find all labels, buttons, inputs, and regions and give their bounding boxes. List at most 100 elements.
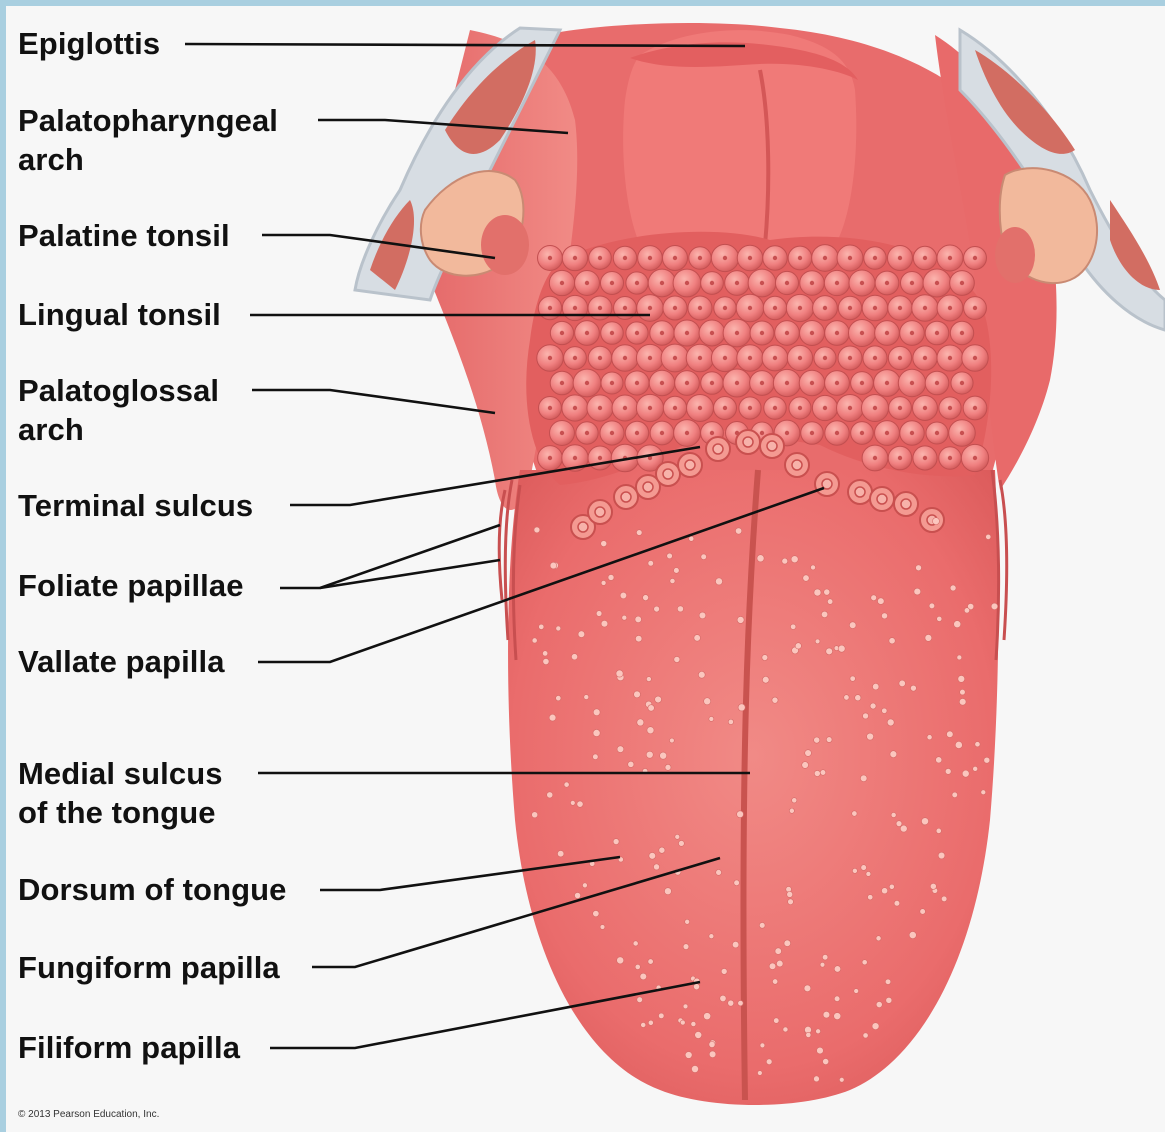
papilla-dot: [936, 757, 942, 763]
papilla-dot: [648, 705, 655, 712]
lobe-crypt: [973, 256, 977, 260]
papilla-dot: [660, 752, 667, 759]
lobe-crypt: [585, 431, 589, 435]
papilla-dot: [925, 634, 932, 641]
papilla-dot: [844, 695, 849, 700]
lobe-crypt: [848, 406, 852, 410]
papilla-dot: [899, 680, 906, 687]
lobe-crypt: [810, 331, 814, 335]
papilla-dot: [694, 635, 701, 642]
lobe-crypt: [960, 281, 964, 285]
papilla-dot: [596, 611, 602, 617]
lobe-crypt: [573, 306, 577, 310]
lobe-crypt: [835, 281, 839, 285]
vallate-papilla-center: [595, 507, 605, 517]
papilla-dot: [593, 754, 599, 760]
lobe-crypt: [585, 381, 589, 385]
lobe-crypt: [560, 431, 564, 435]
papilla-dot: [654, 606, 660, 612]
papilla-dot: [532, 638, 537, 643]
lobe-crypt: [810, 281, 814, 285]
lobe-crypt: [685, 281, 689, 285]
lobe-crypt: [685, 431, 689, 435]
lobe-crypt: [760, 431, 764, 435]
papilla-dot: [646, 677, 651, 682]
papilla-dot: [648, 560, 654, 566]
papilla-dot: [775, 948, 782, 955]
lobe-crypt: [860, 431, 864, 435]
lobe-crypt: [635, 331, 639, 335]
papilla-dot: [664, 888, 671, 895]
lobe-crypt: [623, 406, 627, 410]
lobe-crypt: [910, 431, 914, 435]
lobe-crypt: [548, 256, 552, 260]
vallate-papilla-center: [792, 460, 802, 470]
papilla-dot: [543, 658, 549, 664]
papilla-dot: [691, 1021, 696, 1026]
papilla-dot: [854, 989, 859, 994]
papilla-dot: [647, 727, 654, 734]
papilla-dot: [867, 733, 874, 740]
papilla-dot: [699, 612, 706, 619]
lobe-crypt: [973, 356, 977, 360]
label-dorsum-of-tongue: Dorsum of tongue: [18, 870, 287, 909]
papilla-dot: [616, 670, 623, 677]
papilla-dot: [683, 1004, 688, 1009]
papilla-dot: [738, 704, 745, 711]
papilla-dot: [861, 865, 867, 871]
papilla-dot: [817, 1047, 824, 1054]
lobe-crypt: [910, 281, 914, 285]
papilla-dot: [788, 899, 794, 905]
lobe-crypt: [923, 456, 927, 460]
lobe-crypt: [710, 281, 714, 285]
lobe-crypt: [560, 381, 564, 385]
papilla-dot: [641, 1022, 646, 1027]
lobe-crypt: [935, 331, 939, 335]
lobe-crypt: [648, 256, 652, 260]
lobe-crypt: [623, 356, 627, 360]
papilla-dot: [550, 562, 557, 569]
lobe-crypt: [860, 331, 864, 335]
vallate-papilla-center: [901, 499, 911, 509]
lobe-crypt: [760, 281, 764, 285]
papilla-dot: [945, 768, 951, 774]
papilla-dot: [691, 1066, 698, 1073]
papilla-dot: [762, 676, 769, 683]
papilla-dot: [866, 871, 871, 876]
papilla-dot: [838, 645, 845, 652]
papilla-dot: [762, 655, 768, 661]
papilla-dot: [822, 954, 828, 960]
papilla-dot: [860, 775, 867, 782]
lobe-crypt: [748, 256, 752, 260]
papilla-dot: [678, 840, 684, 846]
papilla-dot: [648, 959, 653, 964]
papilla-dot: [824, 589, 830, 595]
papilla-dot: [709, 1041, 715, 1047]
papilla-dot: [834, 996, 840, 1002]
papilla-dot: [636, 530, 642, 536]
papilla-dot: [674, 656, 680, 662]
papilla-dot: [577, 801, 583, 807]
papilla-dot: [532, 812, 538, 818]
papilla-dot: [772, 979, 777, 984]
papilla-dot: [669, 738, 674, 743]
lobe-crypt: [660, 281, 664, 285]
papilla-dot: [960, 689, 966, 695]
papilla-dot: [941, 896, 947, 902]
papilla-dot: [958, 675, 965, 682]
lobe-crypt: [660, 381, 664, 385]
lobe-crypt: [923, 406, 927, 410]
lobe-crypt: [873, 306, 877, 310]
lobe-crypt: [960, 431, 964, 435]
papilla-dot: [704, 1013, 711, 1020]
papilla-dot: [716, 870, 722, 876]
lobe-crypt: [848, 306, 852, 310]
papilla-dot: [709, 1051, 716, 1058]
papilla-dot: [815, 639, 820, 644]
lobe-crypt: [598, 406, 602, 410]
label-palatine-tonsil: Palatine tonsil: [18, 216, 230, 255]
left-tonsil-bulge: [481, 215, 529, 275]
vallate-papilla-center: [767, 441, 777, 451]
papilla-dot: [677, 606, 683, 612]
label-filiform-papilla: Filiform papilla: [18, 1028, 240, 1067]
